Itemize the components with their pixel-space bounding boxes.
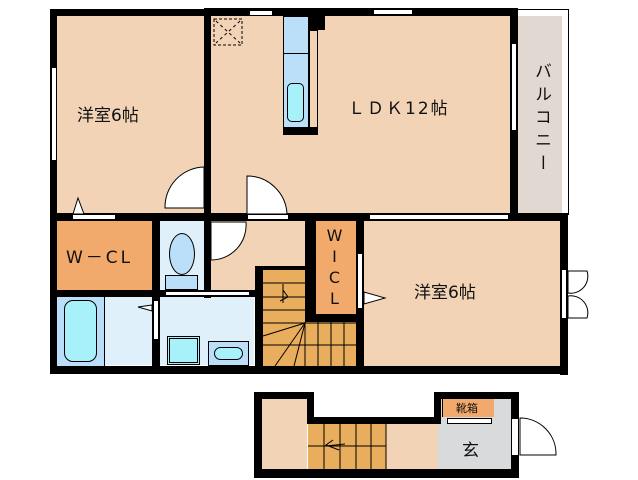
room-label-western-2: 洋室6帖 xyxy=(414,283,476,303)
window-ldk-balcony xyxy=(511,44,517,130)
lower-hall-mid xyxy=(386,424,438,469)
bathtub xyxy=(64,300,97,362)
kitchen-wall-cap xyxy=(308,16,325,30)
kitchen-sink xyxy=(287,83,304,122)
wall-bottom xyxy=(50,366,568,374)
door-opening-bath[interactable] xyxy=(153,300,159,340)
room-label-wicl: WICL xyxy=(325,226,344,310)
lower-wall-notch-left xyxy=(307,392,314,424)
wall-stair-left xyxy=(255,266,263,374)
window-ldk-top xyxy=(250,10,272,16)
kitchen-counter-base xyxy=(283,128,318,135)
room-label-western-1: 洋室6帖 xyxy=(77,106,139,126)
sliding-door-ldk-room2[interactable] xyxy=(370,214,508,220)
wicl-closet xyxy=(316,220,356,315)
wall-mid-vertical xyxy=(204,8,211,298)
door-opening-wicl[interactable] xyxy=(357,253,363,309)
lower-wall-notch-right xyxy=(434,392,441,424)
wcl-closet xyxy=(56,220,152,290)
western-room-2 xyxy=(364,220,560,366)
lower-wall-notch-bottom xyxy=(307,417,441,424)
toilet-tank xyxy=(165,275,198,290)
wall-top-ldk xyxy=(204,8,518,16)
wall-wicl-bottom xyxy=(305,314,360,322)
washing-machine xyxy=(167,336,200,365)
lower-hall-left xyxy=(262,399,307,469)
lower-wall-left xyxy=(254,392,262,478)
door-opening-room1[interactable] xyxy=(72,214,116,220)
vanity-basin xyxy=(214,347,243,360)
room-label-balcony: バルコニー xyxy=(531,62,551,177)
wall-top-left xyxy=(50,9,210,16)
lower-wall-bottom xyxy=(254,469,519,478)
lower-wall-top-left xyxy=(254,392,314,399)
window-ldk-top-2 xyxy=(374,9,412,15)
window-room2-east xyxy=(561,270,567,318)
wall-bath-top xyxy=(50,290,260,297)
entry-door-opening[interactable] xyxy=(511,418,519,456)
wall-left xyxy=(50,9,57,374)
sliding-door-washroom[interactable] xyxy=(165,291,250,296)
shoe-cabinet-door xyxy=(447,418,492,424)
lower-wall-top-right xyxy=(434,392,519,399)
toilet-bowl xyxy=(169,233,195,275)
kitchen-divider xyxy=(283,53,309,54)
wall-wicl-left xyxy=(305,213,316,321)
room-label-wcl: W－CL xyxy=(66,248,134,268)
wall-stair-top xyxy=(255,266,311,270)
label-shoe-cabinet: 靴箱 xyxy=(456,402,478,415)
label-entrance: 玄 xyxy=(462,441,479,461)
window-west xyxy=(51,68,57,160)
kitchen-panel xyxy=(309,30,318,128)
balcony xyxy=(518,16,562,214)
room-label-ldk: ＬＤＫ12帖 xyxy=(348,99,450,119)
shoe-cabinet xyxy=(442,399,494,417)
